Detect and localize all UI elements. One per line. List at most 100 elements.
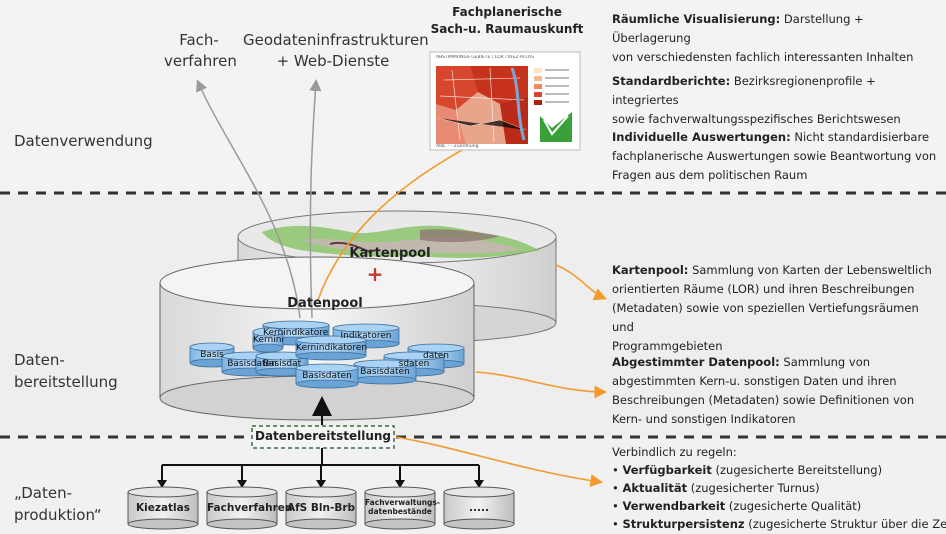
source-label: AfS Bln-Brb <box>286 502 356 514</box>
info-kartenpool-line-4: Programmgebieten <box>612 339 723 353</box>
datenpool-label: Datenpool <box>287 296 363 311</box>
info-datenpool: Abgestimmter Datenpool: Sammlung von abg… <box>612 353 942 429</box>
info-visualisierung-title: Räumliche Visualisierung: <box>612 12 781 26</box>
blue-data-cylinder <box>252 327 284 353</box>
source-connectors <box>161 448 480 485</box>
info-auswertungen: Individuelle Auswertungen: Nicht standar… <box>612 128 942 185</box>
bullet-dot: • <box>612 481 623 495</box>
arrow-to-geodaten <box>309 79 322 319</box>
label-verfahren: verfahren <box>164 52 237 70</box>
info-kartenpool-line-1: Sammlung von Karten der Lebensweltlich <box>692 263 932 277</box>
info-standardberichte: Standardberichte: Bezirksregionenprofile… <box>612 72 942 129</box>
source-arrowhead <box>237 480 247 488</box>
source-arrowhead <box>395 480 405 488</box>
info-visualisierung-line-1: Darstellung + Überlagerung <box>612 12 864 45</box>
source-cylinder <box>364 486 436 530</box>
datenbereitstellung-label: Datenbereitstellung <box>254 429 392 443</box>
blue-data-stack <box>189 320 465 389</box>
source-cylinder <box>443 486 515 530</box>
bullet-desc: (zugesicherter Turnus) <box>687 481 820 495</box>
arrow-to-regeln <box>395 436 604 487</box>
blue-cylinder-label: Basisdaten <box>302 371 352 381</box>
info-visualisierung: Räumliche Visualisierung: Darstellung + … <box>612 10 942 67</box>
blue-data-cylinder <box>255 351 309 377</box>
info-auswertungen-title: Individuelle Auswertungen: <box>612 130 791 144</box>
arrow-to-kartenpool-text <box>555 264 607 301</box>
kartenpool-label: Kartenpool <box>349 246 431 261</box>
info-datenpool-line-2: abgestimmten Kern-u. sonstigen Daten und… <box>612 374 897 388</box>
info-kartenpool-line-2: orientierten Räume (LOR) und ihren Besch… <box>612 282 915 296</box>
info-kartenpool: Kartenpool: Sammlung von Karten der Lebe… <box>612 261 942 356</box>
regeln-bullet: • Verwendbarkeit (zugesicherte Qualität) <box>612 497 861 515</box>
info-standardberichte-title: Standardberichte: <box>612 74 731 88</box>
blue-data-cylinder <box>295 335 367 361</box>
info-standardberichte-line-1: Bezirksregionenprofile + integriertes <box>612 74 876 107</box>
info-auswertungen-line-3: Fragen aus dem politischen Raum <box>612 168 808 182</box>
lane-label-daten-produktion-1: „Daten- <box>14 484 73 502</box>
bullet-term: Verwendbarkeit <box>622 499 726 513</box>
info-auswertungen-line-1: Nicht standardisierbare <box>794 130 930 144</box>
regeln-bullet: • Aktualität (zugesicherter Turnus) <box>612 479 820 497</box>
blue-data-cylinder <box>295 363 359 389</box>
lane-label-bereitstellung: bereitstellung <box>14 373 118 391</box>
info-datenpool-line-4: Kern- und sonstigen Indikatoren <box>612 412 796 426</box>
info-kartenpool-title: Kartenpool: <box>612 263 689 277</box>
source-label: Fachverfahren <box>207 502 293 514</box>
blue-cylinder-label: Kernindikatoren <box>296 343 368 353</box>
info-datenpool-title: Abgestimmter Datenpool: <box>612 355 780 369</box>
label-web-dienste: + Web-Dienste <box>276 52 390 70</box>
lane-label-daten: Daten- <box>14 351 65 369</box>
source-arrowhead <box>474 480 484 488</box>
regeln-bullet: • Strukturpersistenz (zugesicherte Struk… <box>612 515 946 533</box>
blue-cylinder-label: sdaten <box>398 359 430 369</box>
lane-label-datenverwendung: Datenverwendung <box>14 132 153 150</box>
info-regeln-title: Verbindlich zu regeln: <box>612 445 737 459</box>
blue-cylinder-label: Indikatoren <box>340 331 392 341</box>
map-thumbnail-footer: Abb. - - Zuordnung <box>436 144 479 149</box>
info-kartenpool-line-3: (Metadaten) sowie von speziellen Vertief… <box>612 301 919 334</box>
info-datenpool-line-1: Sammlung von <box>783 355 871 369</box>
bullet-term: Verfügbarkeit <box>622 463 712 477</box>
bullet-term: Strukturpersistenz <box>622 517 745 531</box>
source-cylinder <box>206 486 278 530</box>
bullet-desc: (zugesicherte Struktur über die Zeit) <box>744 517 946 531</box>
regeln-bullet: • Verfügbarkeit (zugesicherte Bereitstel… <box>612 461 882 479</box>
bullet-dot: • <box>612 499 623 513</box>
source-arrowhead <box>316 480 326 488</box>
label-raumauskunft: Sach-u. Raumauskunft <box>430 22 584 36</box>
lane-label-daten-produktion-2: produktion“ <box>14 506 102 524</box>
label-fachplanerische: Fachplanerische <box>452 5 562 19</box>
blue-cylinder-label: Basisdaten <box>360 367 410 377</box>
datenbereitstellung-box <box>251 425 395 449</box>
plus-sign: + <box>366 262 384 286</box>
source-arrowhead <box>157 480 167 488</box>
info-auswertungen-line-2: fachplanerische Auswertungen sowie Beant… <box>612 149 937 163</box>
bullet-dot: • <box>612 463 623 477</box>
bullet-term: Aktualität <box>622 481 688 495</box>
source-cylinder <box>127 486 199 530</box>
bullet-desc: (zugesicherte Bereitstellung) <box>711 463 883 477</box>
source-label: Kiezatlas <box>135 502 190 514</box>
info-datenpool-line-3: Beschreibungen (Metadaten) sowie Definit… <box>612 393 915 407</box>
arrow-to-fachverfahren <box>196 79 301 319</box>
source-cylinders <box>127 486 515 530</box>
blue-cylinder-label: Basisdat <box>262 359 302 369</box>
blue-cylinder-label: daten <box>423 351 449 361</box>
arrow-to-datenpool-text <box>475 371 608 399</box>
label-fach: Fach- <box>179 31 219 49</box>
blue-data-cylinder <box>353 359 417 385</box>
source-label: Fachverwaltungs- datenbestände <box>365 498 440 516</box>
blue-cylinder-label: Basis <box>200 350 224 360</box>
bullet-desc: (zugesicherte Qualität) <box>725 499 862 513</box>
bullet-dot: • <box>612 517 623 531</box>
blue-cylinder-label: Kernindikatoren <box>263 328 329 338</box>
blue-cylinder-label: Kernindi <box>253 335 283 345</box>
info-visualisierung-line-2: von verschiedensten fachlich interessant… <box>612 50 914 64</box>
label-geodateninfrastrukturen: Geodateninfrastrukturen <box>243 31 429 49</box>
blue-cylinder-label: Basisdaten <box>227 359 277 369</box>
map-thumbnail <box>429 51 581 151</box>
map-thumbnail-title: ABSTIMMUNGS GEBIETE / LOR / KIEZ-ATLAS <box>436 55 534 60</box>
source-cylinder <box>285 486 357 530</box>
